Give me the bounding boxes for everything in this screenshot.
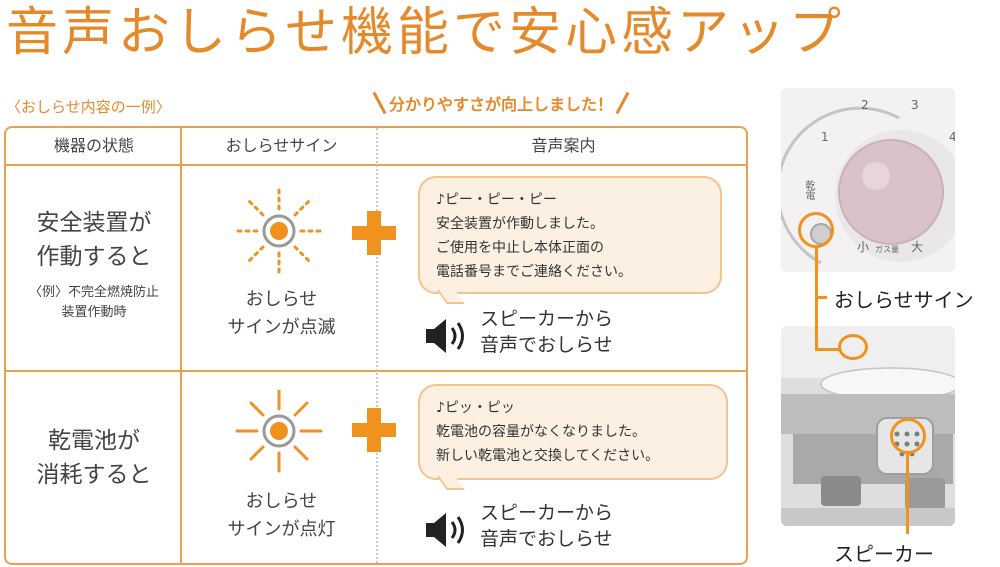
state-example: 装置作動時 — [61, 305, 127, 320]
notification-table: 機器の状態 おしらせサイン 音声案内 安全装置が 作動すると 〈例〉不完全燃焼防… — [4, 126, 748, 565]
sign-callout-line — [815, 246, 818, 296]
example-label: 〈おしらせ内容の一例〉 — [6, 98, 171, 116]
speaker-callout-line — [906, 452, 909, 534]
slash-left-decoration — [372, 91, 387, 115]
dial-side-label: 乾電 — [803, 180, 814, 200]
sign-callout-label: おしらせサイン — [834, 288, 974, 312]
speaker-text: 音声でおしらせ — [480, 334, 613, 356]
sign-callout-line — [815, 296, 827, 299]
dial-number: 2 — [861, 98, 869, 112]
bubble-line: 電話番号までご連絡ください。 — [436, 264, 632, 280]
speaker-text: スピーカーから — [480, 502, 614, 524]
bubble-line: 乾電池の容量がなくなりました。 — [436, 424, 646, 440]
bubble-line: 安全装置が作動しました。 — [436, 216, 604, 232]
dial-number: 3 — [911, 98, 919, 112]
dotted-divider — [376, 128, 378, 563]
voice-message-bubble: ♪ピッ・ピッ 乾電池の容量がなくなりました。 新しい乾電池と交換してください。 — [418, 384, 728, 490]
state-line: 乾電池が — [48, 428, 140, 454]
dial-photo: 1 2 3 4 乾電 小 ガス量 大 — [781, 88, 955, 272]
speaker-icon — [426, 319, 464, 353]
internals-photo — [781, 326, 955, 526]
slogan: 分かりやすさが向上しました！ — [372, 88, 630, 118]
state-example: 〈例〉不完全燃焼防止 — [28, 285, 159, 300]
plus-icon — [352, 211, 396, 255]
header-device-state: 機器の状態 — [53, 136, 134, 155]
bubble-tail — [437, 476, 465, 490]
internals-illustration — [781, 326, 955, 526]
header-voice-guidance: 音声案内 — [531, 136, 596, 155]
dial-illustration — [781, 88, 955, 272]
speaker-callout-label: スピーカー — [834, 542, 934, 566]
sign-callout-line — [815, 348, 841, 351]
voice-message-bubble: ♪ピー・ピー・ピー 安全装置が作動しました。 ご使用を中止し本体正面の 電話番号… — [418, 176, 722, 304]
header-notification-sign: おしらせサイン — [225, 136, 338, 155]
dial-bottom-label: ガス量 — [875, 245, 899, 254]
speaker-callout-circle — [890, 418, 926, 454]
bubble-line: ご使用を中止し本体正面の — [436, 240, 604, 256]
sign-label: おしらせ — [245, 491, 318, 512]
bubble-tail — [437, 290, 465, 304]
slash-right-decoration — [615, 91, 630, 115]
bubble-line: 新しい乾電池と交換してください。 — [436, 448, 660, 464]
state-line: 消耗すると — [36, 462, 152, 488]
dial-bottom-label: 小 — [857, 240, 870, 254]
sign-callout-circle — [838, 334, 868, 360]
dial-bottom-label: 大 — [911, 240, 924, 254]
speaker-icon — [426, 513, 464, 547]
plus-icon — [352, 408, 396, 452]
lit-sign-icon — [235, 389, 323, 473]
state-line: 作動すると — [36, 244, 152, 270]
sign-label: おしらせ — [245, 289, 318, 310]
sign-callout-circle — [798, 212, 834, 248]
speaker-text: スピーカーから — [480, 308, 614, 330]
slogan-text: 分かりやすさが向上しました！ — [389, 95, 614, 114]
dial-number: 4 — [949, 130, 955, 144]
speaker-text: 音声でおしらせ — [480, 528, 613, 550]
page-title: 音声おしらせ機能で安心感アップ — [6, 3, 845, 63]
blinking-sign-icon — [233, 187, 325, 275]
column-divider — [180, 128, 182, 563]
sign-label: サインが点滅 — [227, 317, 336, 338]
bubble-line: ♪ピー・ピー・ピー — [436, 192, 557, 208]
sign-callout-line — [815, 298, 818, 350]
sign-label: サインが点灯 — [227, 519, 336, 540]
dial-number: 1 — [821, 130, 829, 144]
state-line: 安全装置が — [36, 210, 152, 236]
bubble-line: ♪ピッ・ピッ — [436, 400, 515, 416]
